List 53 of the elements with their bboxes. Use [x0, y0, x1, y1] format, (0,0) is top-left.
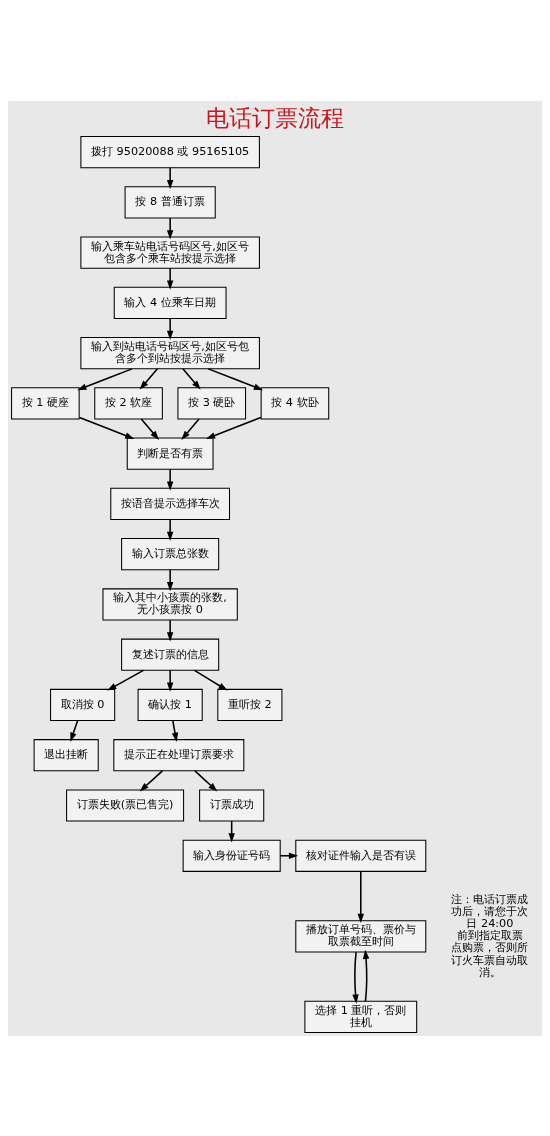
- arrow: [279, 852, 299, 859]
- arrow: [166, 618, 174, 641]
- node-box: 输入订票总张数: [121, 537, 220, 570]
- node-box: 输入乘车站电话号码区号,如区号包含多个乘车站按提示选择: [80, 236, 260, 269]
- node-box: 按 3 硬卧: [177, 386, 247, 420]
- arrow: [166, 317, 174, 340]
- arrow: [166, 518, 174, 541]
- diagram-title: 电话订票流程: [206, 104, 344, 131]
- arrow: [357, 870, 364, 923]
- arrow: [78, 416, 135, 439]
- arrow: [193, 669, 228, 691]
- label: 注：电话订票成功后，请您于次日 24:00 前到指定取票点购票，否则所订火车票自动取消。: [451, 892, 529, 979]
- node-box: 按 2 软座: [94, 386, 163, 420]
- arrow: [166, 166, 174, 189]
- arrow: [140, 417, 160, 440]
- node-box: 退出挂断: [33, 738, 99, 771]
- node-box: 订票失败(票已售完): [66, 788, 185, 822]
- arrow: [166, 267, 174, 290]
- node-box: 提示正在处理订票要求: [113, 738, 245, 771]
- node-box: 输入 4 位乘车日期: [113, 286, 227, 319]
- arrow: [182, 367, 201, 390]
- node-box: 选择 1 重听，否则挂机: [304, 1000, 418, 1033]
- arrow: [77, 367, 133, 390]
- node-box: 拨打 95020088 或 95165105: [80, 135, 260, 168]
- node-box: 复述订票的信息: [121, 638, 220, 671]
- node-box: 按语音提示选择车次: [110, 487, 231, 520]
- arrow: [166, 468, 174, 491]
- node-box: 按 4 软卧: [260, 386, 330, 420]
- node-box: 按 1 硬座: [11, 386, 80, 420]
- arrow: [181, 417, 200, 440]
- node-box: 订票成功: [199, 788, 265, 822]
- node-box: 输入身份证号码: [182, 839, 281, 872]
- node-box: 按 8 普通订票: [124, 185, 216, 218]
- arrow: [166, 669, 174, 692]
- node-box: 核对证件输入是否有误: [295, 839, 427, 872]
- node-box: 输入其中小孩票的张数,无小孩票按 0: [102, 587, 238, 621]
- arrow: [207, 367, 264, 390]
- arrow: [70, 719, 79, 742]
- node-box: 输入到站电话号码区号,如区号包含多个到站按提示选择: [80, 336, 260, 369]
- arrow: [352, 950, 359, 1004]
- arrow: [171, 719, 179, 742]
- arrow: [139, 769, 164, 791]
- node-box: 重听按 2: [217, 688, 283, 721]
- arrow: [194, 769, 218, 791]
- arrow: [166, 568, 174, 591]
- arrow: [139, 367, 159, 390]
- node-box: 取消按 0: [50, 688, 116, 721]
- node-box: 判断是否有票: [126, 437, 214, 470]
- arrow: [205, 416, 262, 439]
- arrow: [166, 216, 174, 239]
- node-box: 确认按 1: [137, 688, 203, 721]
- node-box: 播放订单号码、票价与取票截至时间: [295, 919, 427, 952]
- arrow: [362, 949, 370, 1002]
